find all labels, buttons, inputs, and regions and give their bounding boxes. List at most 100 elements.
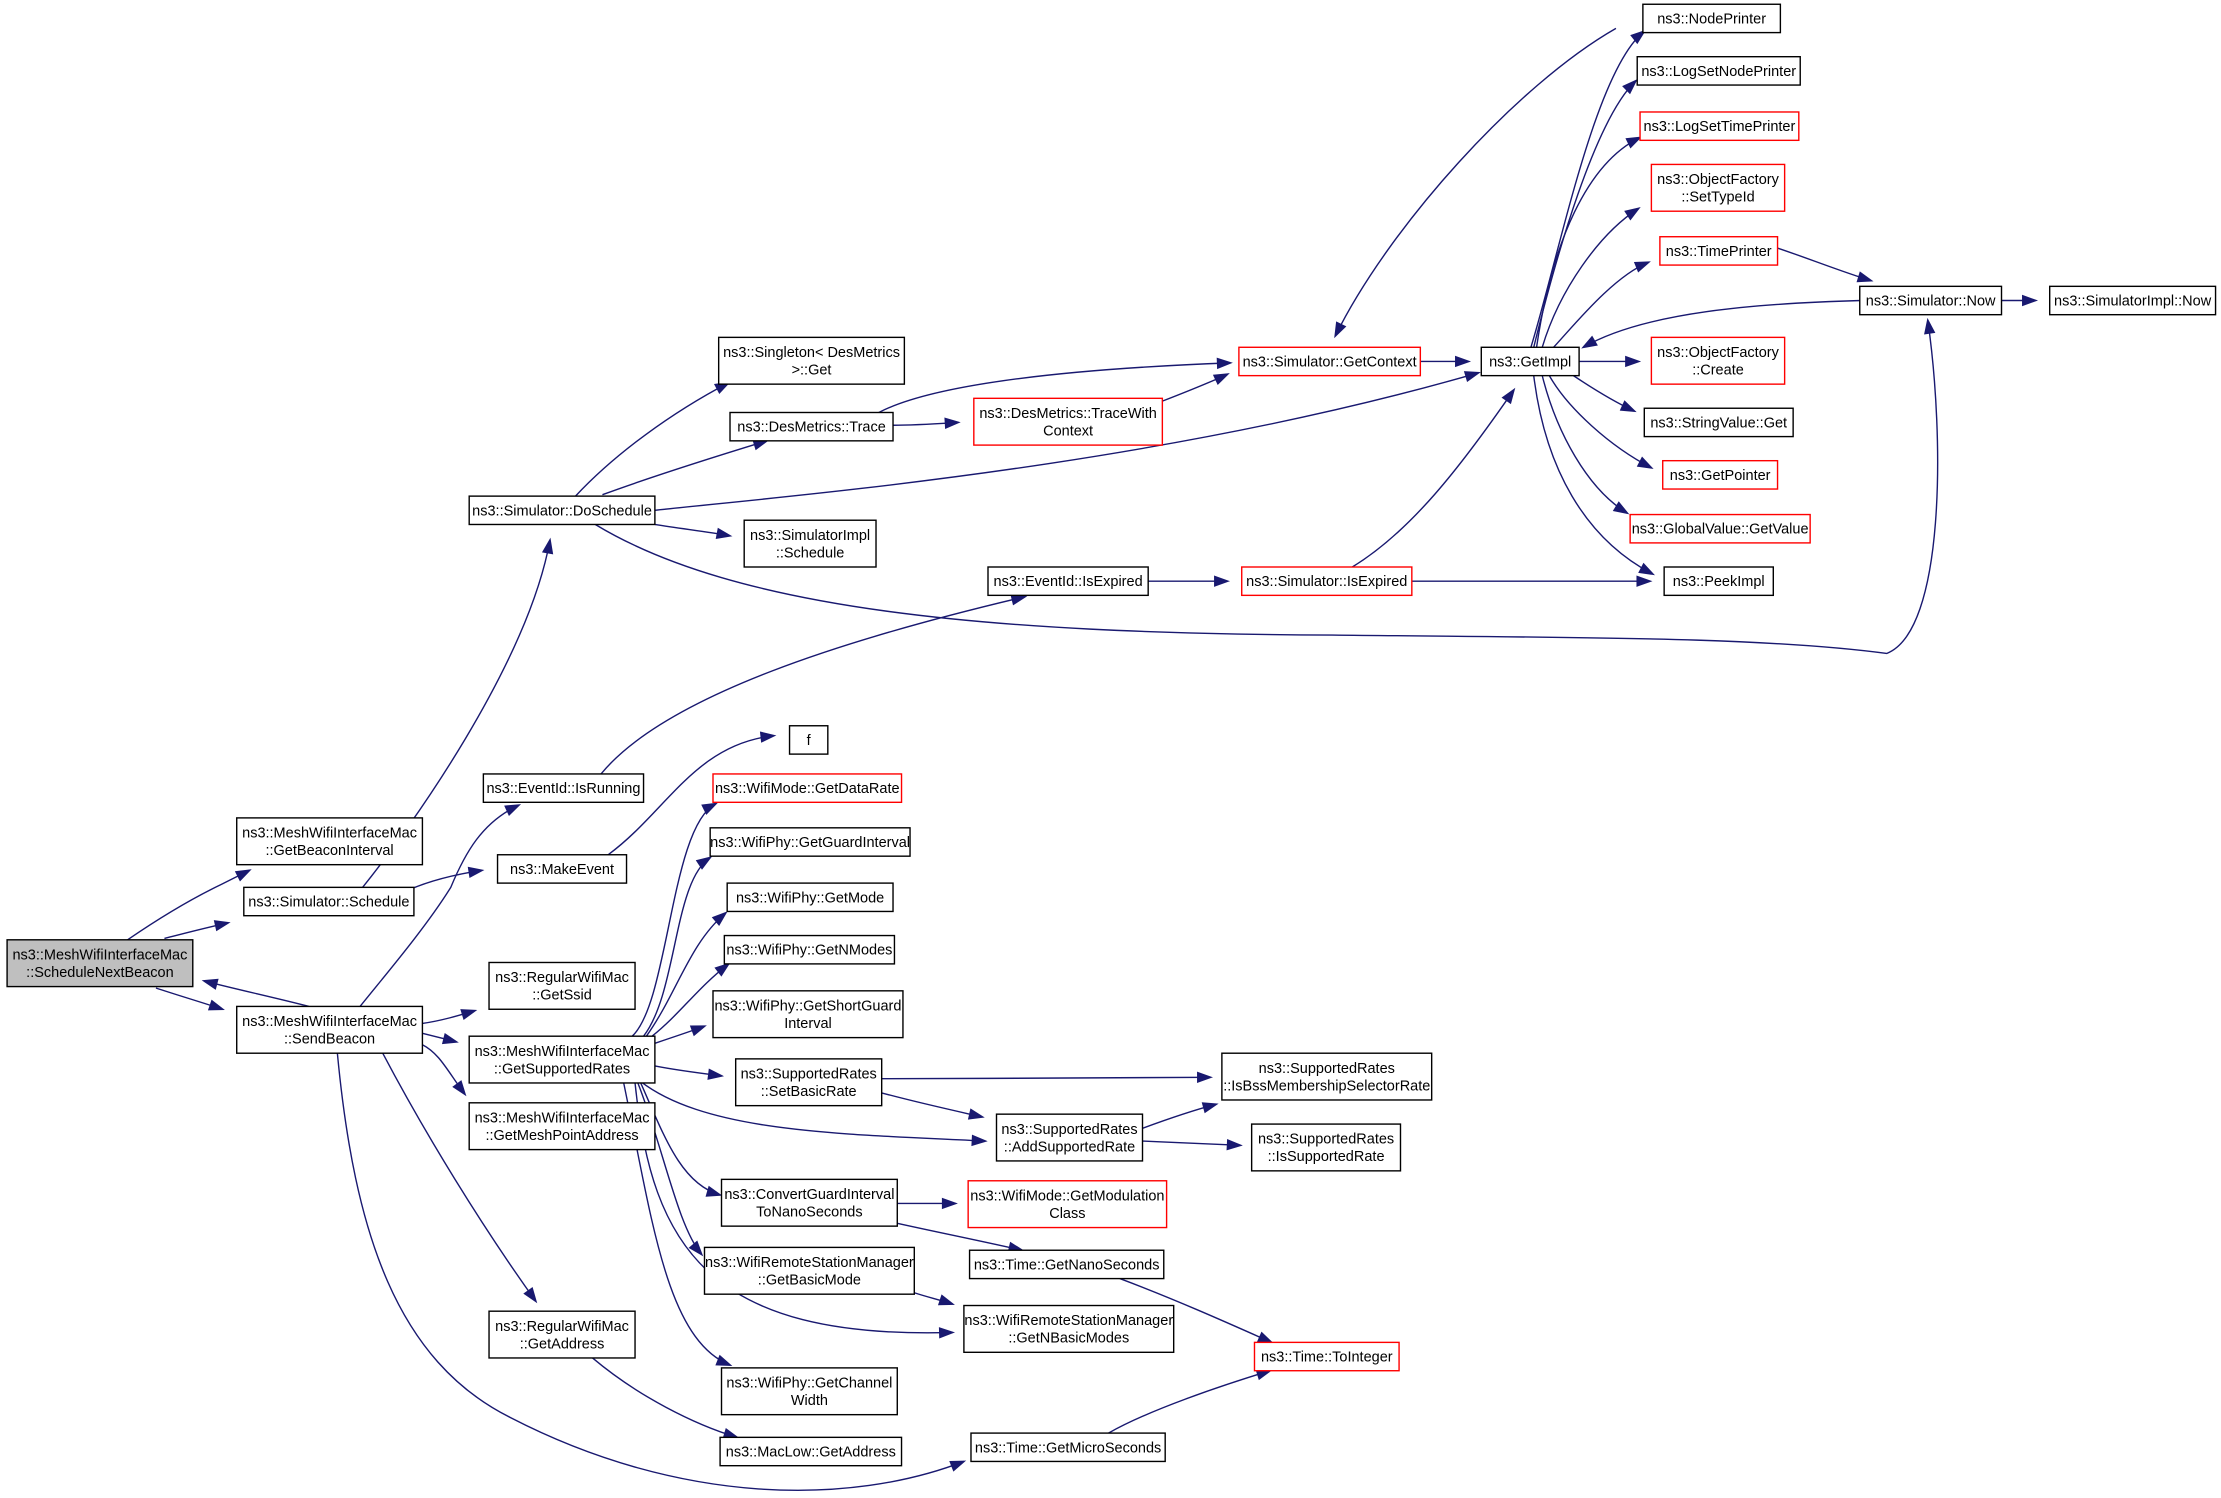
- arrowhead: [1636, 575, 1653, 587]
- node-box: [712, 990, 904, 1039]
- node-desTrace[interactable]: ns3::DesMetrics::Trace: [729, 411, 894, 442]
- edge-getImpl-to-logSetNodePrinter: [1533, 79, 1638, 348]
- node-label-line: ns3::WifiPhy::GetNModes: [726, 943, 892, 959]
- edge-setBasicRate-to-isBssMembership: [881, 1071, 1214, 1084]
- node-box: [1663, 566, 1774, 597]
- node-doSchedule[interactable]: ns3::Simulator::DoSchedule: [468, 495, 656, 526]
- edge-getSupportedRates-to-setBasicRate: [654, 1065, 724, 1080]
- arrowhead: [707, 1068, 724, 1080]
- node-globalValueGet[interactable]: ns3::GlobalValue::GetValue: [1629, 513, 1811, 544]
- node-sendBeacon[interactable]: ns3::MeshWifiInterfaceMac::SendBeacon: [236, 1005, 424, 1054]
- node-getDataRate[interactable]: ns3::WifiMode::GetDataRate: [712, 773, 903, 804]
- node-timePrinter[interactable]: ns3::TimePrinter: [1659, 236, 1779, 266]
- edge-getSupportedRates-to-getShortGuard: [654, 1025, 707, 1044]
- node-ofSetTypeId[interactable]: ns3::ObjectFactory::SetTypeId: [1650, 163, 1786, 212]
- node-isBssMembership[interactable]: ns3::SupportedRates::IsBssMembershipSele…: [1221, 1052, 1433, 1101]
- node-box: [1662, 459, 1779, 490]
- node-eventIsRunning[interactable]: ns3::EventId::IsRunning: [482, 773, 645, 804]
- arrowhead: [234, 869, 252, 882]
- node-box: [973, 397, 1164, 446]
- node-root[interactable]: ns3::MeshWifiInterfaceMac::ScheduleNextB…: [6, 939, 194, 988]
- node-box: [723, 934, 896, 965]
- node-stringValueGet[interactable]: ns3::StringValue::Get: [1643, 407, 1794, 438]
- node-label-line: ns3::LogSetTimePrinter: [1644, 119, 1796, 135]
- edge-traceWithContext-to-getContext: [1162, 373, 1230, 402]
- node-getSsid[interactable]: ns3::RegularWifiMac::GetSsid: [488, 961, 636, 1010]
- edge-getSupportedRates-to-getGuardInterval: [642, 856, 713, 1037]
- node-getNBasicModes[interactable]: ns3::WifiRemoteStationManager::GetNBasic…: [963, 1304, 1175, 1353]
- node-timeToInteger[interactable]: ns3::Time::ToInteger: [1253, 1341, 1400, 1372]
- node-box: [734, 1058, 883, 1107]
- node-nodePrinter[interactable]: ns3::NodePrinter: [1642, 3, 1782, 34]
- node-label-line: ns3::SupportedRates: [1259, 1061, 1395, 1077]
- node-isSupportedRate[interactable]: ns3::SupportedRates::IsSupportedRate: [1250, 1123, 1402, 1172]
- arrowhead: [714, 962, 731, 977]
- node-label-line: ns3::GetPointer: [1670, 468, 1771, 484]
- node-box: [1639, 111, 1800, 142]
- node-label-line: ns3::GetImpl: [1489, 354, 1571, 370]
- node-label-line: Context: [1043, 423, 1093, 439]
- node-box: [712, 773, 903, 804]
- node-label-line: ns3::TimePrinter: [1666, 244, 1772, 260]
- arrowhead: [971, 1134, 988, 1147]
- node-macLowGetAddress[interactable]: ns3::MacLow::GetAddress: [719, 1436, 903, 1467]
- node-box: [788, 725, 829, 755]
- node-label-line: ns3::SupportedRates: [1001, 1122, 1137, 1138]
- node-label-line: ns3::WifiMode::GetModulation: [970, 1188, 1164, 1204]
- node-simSchedule[interactable]: ns3::Simulator::Schedule: [243, 886, 415, 917]
- edge-getSupportedRates-to-convertGuard: [640, 1082, 723, 1197]
- node-addSupportedRate[interactable]: ns3::SupportedRates::AddSupportedRate: [995, 1113, 1144, 1162]
- node-singletonGet[interactable]: ns3::Singleton< DesMetrics>::Get: [717, 336, 906, 385]
- node-box: [729, 411, 894, 442]
- edge-makeEvent-to-f: [607, 731, 777, 856]
- node-getSupportedRates[interactable]: ns3::MeshWifiInterfaceMac::GetSupportedR…: [468, 1035, 656, 1084]
- node-simNow[interactable]: ns3::Simulator::Now: [1859, 285, 2003, 316]
- node-getPointer[interactable]: ns3::GetPointer: [1662, 459, 1779, 490]
- node-label-line: ::SendBeacon: [284, 1032, 375, 1048]
- node-box: [987, 566, 1149, 597]
- node-makeEvent[interactable]: ns3::MakeEvent: [496, 854, 628, 884]
- arrowhead: [467, 866, 485, 879]
- node-getImpl[interactable]: ns3::GetImpl: [1480, 346, 1580, 377]
- node-label-line: ToNanoSeconds: [756, 1204, 862, 1220]
- node-getBasicMode[interactable]: ns3::WifiRemoteStationManager::GetBasicM…: [703, 1246, 915, 1295]
- node-regGetAddress[interactable]: ns3::RegularWifiMac::GetAddress: [488, 1310, 636, 1359]
- node-simImplNow[interactable]: ns3::SimulatorImpl::Now: [2049, 285, 2217, 316]
- node-getMeshPointAddress[interactable]: ns3::MeshWifiInterfaceMac::GetMeshPointA…: [468, 1102, 656, 1151]
- node-getBeaconInterval[interactable]: ns3::MeshWifiInterfaceMac::GetBeaconInte…: [236, 817, 424, 866]
- edge-sendBeacon-to-getMeshPointAddress: [422, 1044, 467, 1097]
- node-simImplSchedule[interactable]: ns3::SimulatorImpl::Schedule: [743, 519, 877, 568]
- edge-simNow-to-simImplNow: [2001, 294, 2039, 307]
- node-box: [1859, 285, 2003, 316]
- node-getNModes[interactable]: ns3::WifiPhy::GetNModes: [723, 934, 896, 965]
- edge-addSupportedRate-to-isBssMembership: [1142, 1102, 1219, 1129]
- node-ofCreate[interactable]: ns3::ObjectFactory::Create: [1650, 336, 1786, 385]
- edge-sendBeacon-to-getSsid: [422, 1009, 478, 1025]
- node-f[interactable]: f: [788, 725, 829, 755]
- node-logSetNodePrinter[interactable]: ns3::LogSetNodePrinter: [1636, 56, 1801, 86]
- node-getNanoSeconds[interactable]: ns3::Time::GetNanoSeconds: [968, 1249, 1165, 1280]
- node-getContext[interactable]: ns3::Simulator::GetContext: [1238, 346, 1422, 377]
- node-getGuardInterval[interactable]: ns3::WifiPhy::GetGuardInterval: [709, 827, 911, 857]
- arrowhead: [688, 1240, 704, 1257]
- node-box: [717, 336, 906, 385]
- node-peekImpl[interactable]: ns3::PeekImpl: [1663, 566, 1774, 597]
- arrowhead: [1212, 373, 1230, 386]
- node-setBasicRate[interactable]: ns3::SupportedRates::SetBasicRate: [734, 1058, 883, 1107]
- edge-addSupportedRate-to-isSupportedRate: [1142, 1138, 1243, 1151]
- edge-getBasicMode-to-getNBasicModes: [914, 1292, 955, 1306]
- node-getMicroSeconds[interactable]: ns3::Time::GetMicroSeconds: [970, 1432, 1166, 1463]
- node-logSetTimePrinter[interactable]: ns3::LogSetTimePrinter: [1639, 111, 1800, 142]
- node-simIsExpired[interactable]: ns3::Simulator::IsExpired: [1241, 566, 1413, 597]
- node-eventIsExpired[interactable]: ns3::EventId::IsExpired: [987, 566, 1149, 597]
- node-label-line: ns3::DesMetrics::TraceWith: [979, 406, 1157, 422]
- node-getMode[interactable]: ns3::WifiPhy::GetMode: [726, 882, 894, 913]
- node-box: [243, 886, 415, 917]
- arrowhead: [1334, 321, 1347, 339]
